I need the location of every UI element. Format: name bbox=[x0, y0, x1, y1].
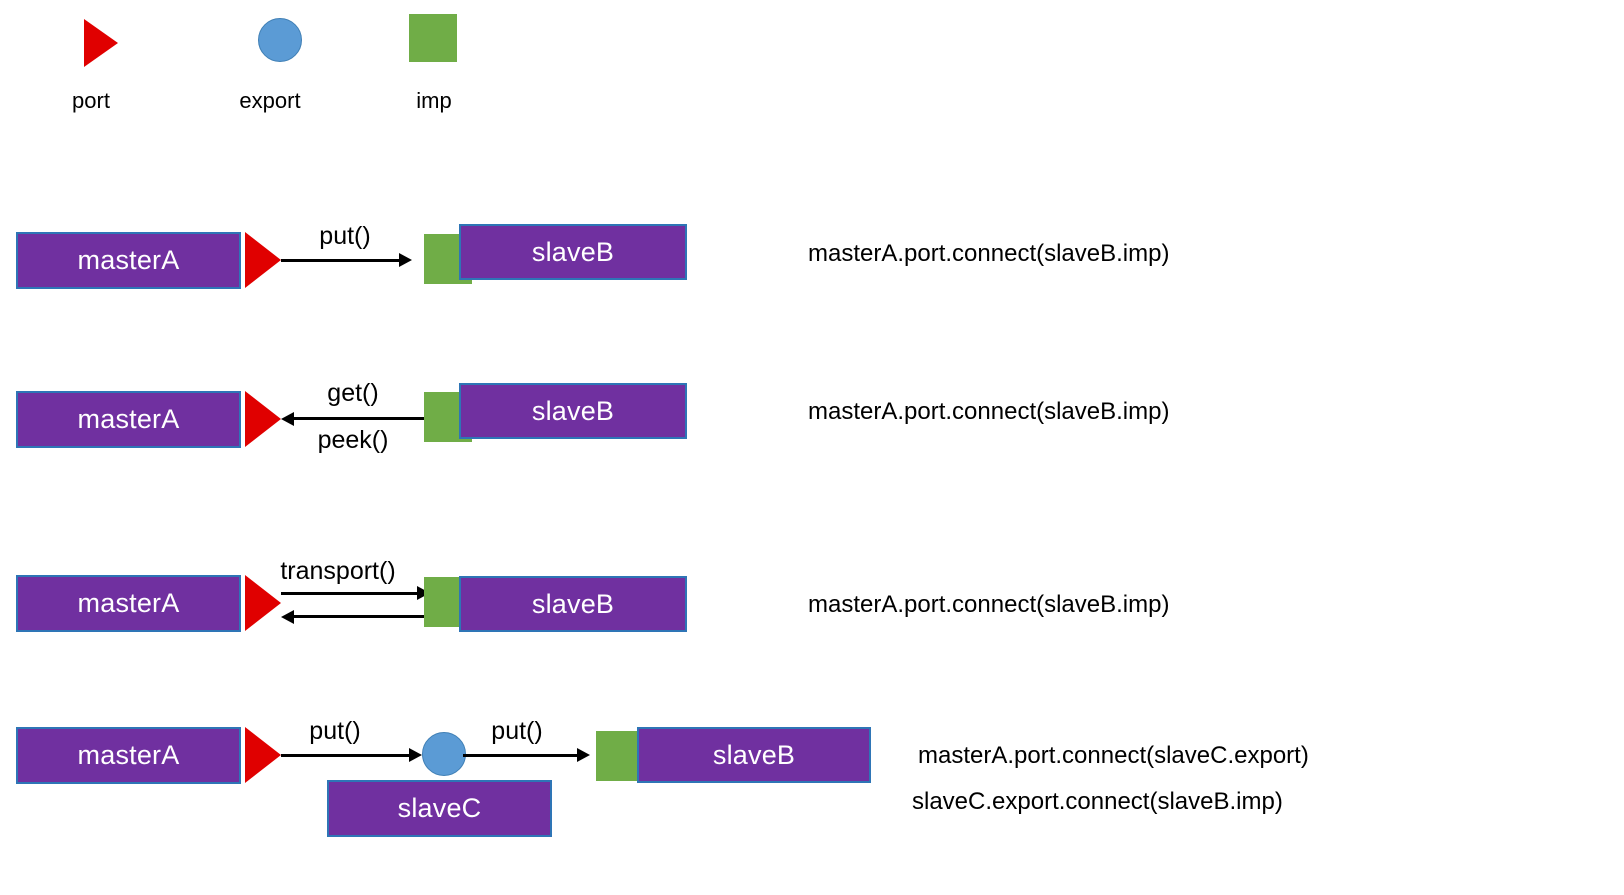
block-slaveC-row4[interactable]: slaveC bbox=[327, 780, 552, 837]
op-label-put-right-row4: put() bbox=[491, 717, 543, 745]
op-label-get-row2: get() bbox=[327, 379, 379, 407]
block-slaveB-row1[interactable]: slaveB bbox=[459, 224, 687, 280]
op-label-transport-row3: transport() bbox=[280, 557, 396, 585]
red-triangle-port-icon-row3 bbox=[245, 575, 281, 631]
red-triangle-port-icon bbox=[84, 19, 118, 67]
green-square-imp-icon-row4 bbox=[596, 731, 644, 781]
legend-imp-icon-wrap bbox=[409, 14, 457, 62]
arrow-head-right-row1 bbox=[399, 253, 412, 267]
block-slaveB-row3[interactable]: slaveB bbox=[459, 576, 687, 632]
block-slaveB-row2[interactable]: slaveB bbox=[459, 383, 687, 439]
code-text-row1: masterA.port.connect(slaveB.imp) bbox=[808, 240, 1170, 267]
arrow-line-top-row3 bbox=[281, 592, 419, 595]
block-masterA-row1[interactable]: masterA bbox=[16, 232, 241, 289]
op-label-put-left-row4: put() bbox=[309, 717, 361, 745]
op-label-put-row1: put() bbox=[319, 222, 371, 250]
code-text-row3: masterA.port.connect(slaveB.imp) bbox=[808, 591, 1170, 618]
legend-port-icon-wrap bbox=[84, 19, 118, 67]
op-label-peek-row2: peek() bbox=[317, 426, 389, 454]
red-triangle-port-icon-row2 bbox=[245, 391, 281, 447]
legend-label-export: export bbox=[239, 88, 301, 113]
red-triangle-port-icon-row1 bbox=[245, 232, 281, 288]
block-masterA-row4[interactable]: masterA bbox=[16, 727, 241, 784]
blue-circle-export-icon-row4 bbox=[422, 732, 466, 776]
legend-export-icon-wrap bbox=[258, 18, 302, 62]
red-triangle-port-icon-row4 bbox=[245, 727, 281, 783]
code-text-row2: masterA.port.connect(slaveB.imp) bbox=[808, 398, 1170, 425]
code-text-row4-line1: masterA.port.connect(slaveC.export) bbox=[918, 742, 1309, 769]
block-slaveB-row4[interactable]: slaveB bbox=[637, 727, 871, 783]
block-masterA-row3[interactable]: masterA bbox=[16, 575, 241, 632]
code-text-row4-line2: slaveC.export.connect(slaveB.imp) bbox=[912, 788, 1283, 815]
arrow-line-right-row4 bbox=[463, 754, 579, 757]
arrow-line-left-row4 bbox=[281, 754, 411, 757]
arrow-head-right-right-row4 bbox=[577, 748, 590, 762]
arrow-head-left-row2 bbox=[281, 412, 294, 426]
blue-circle-export-icon bbox=[258, 18, 302, 62]
legend-label-port: port bbox=[72, 88, 110, 113]
arrow-head-left-row3 bbox=[281, 610, 294, 624]
arrow-line-row1 bbox=[281, 259, 401, 262]
arrow-head-right-left-row4 bbox=[409, 748, 422, 762]
legend-label-imp: imp bbox=[416, 88, 452, 113]
arrow-line-bottom-row3 bbox=[293, 615, 424, 618]
block-masterA-row2[interactable]: masterA bbox=[16, 391, 241, 448]
green-square-imp-icon bbox=[409, 14, 457, 62]
arrow-line-row2 bbox=[293, 417, 424, 420]
